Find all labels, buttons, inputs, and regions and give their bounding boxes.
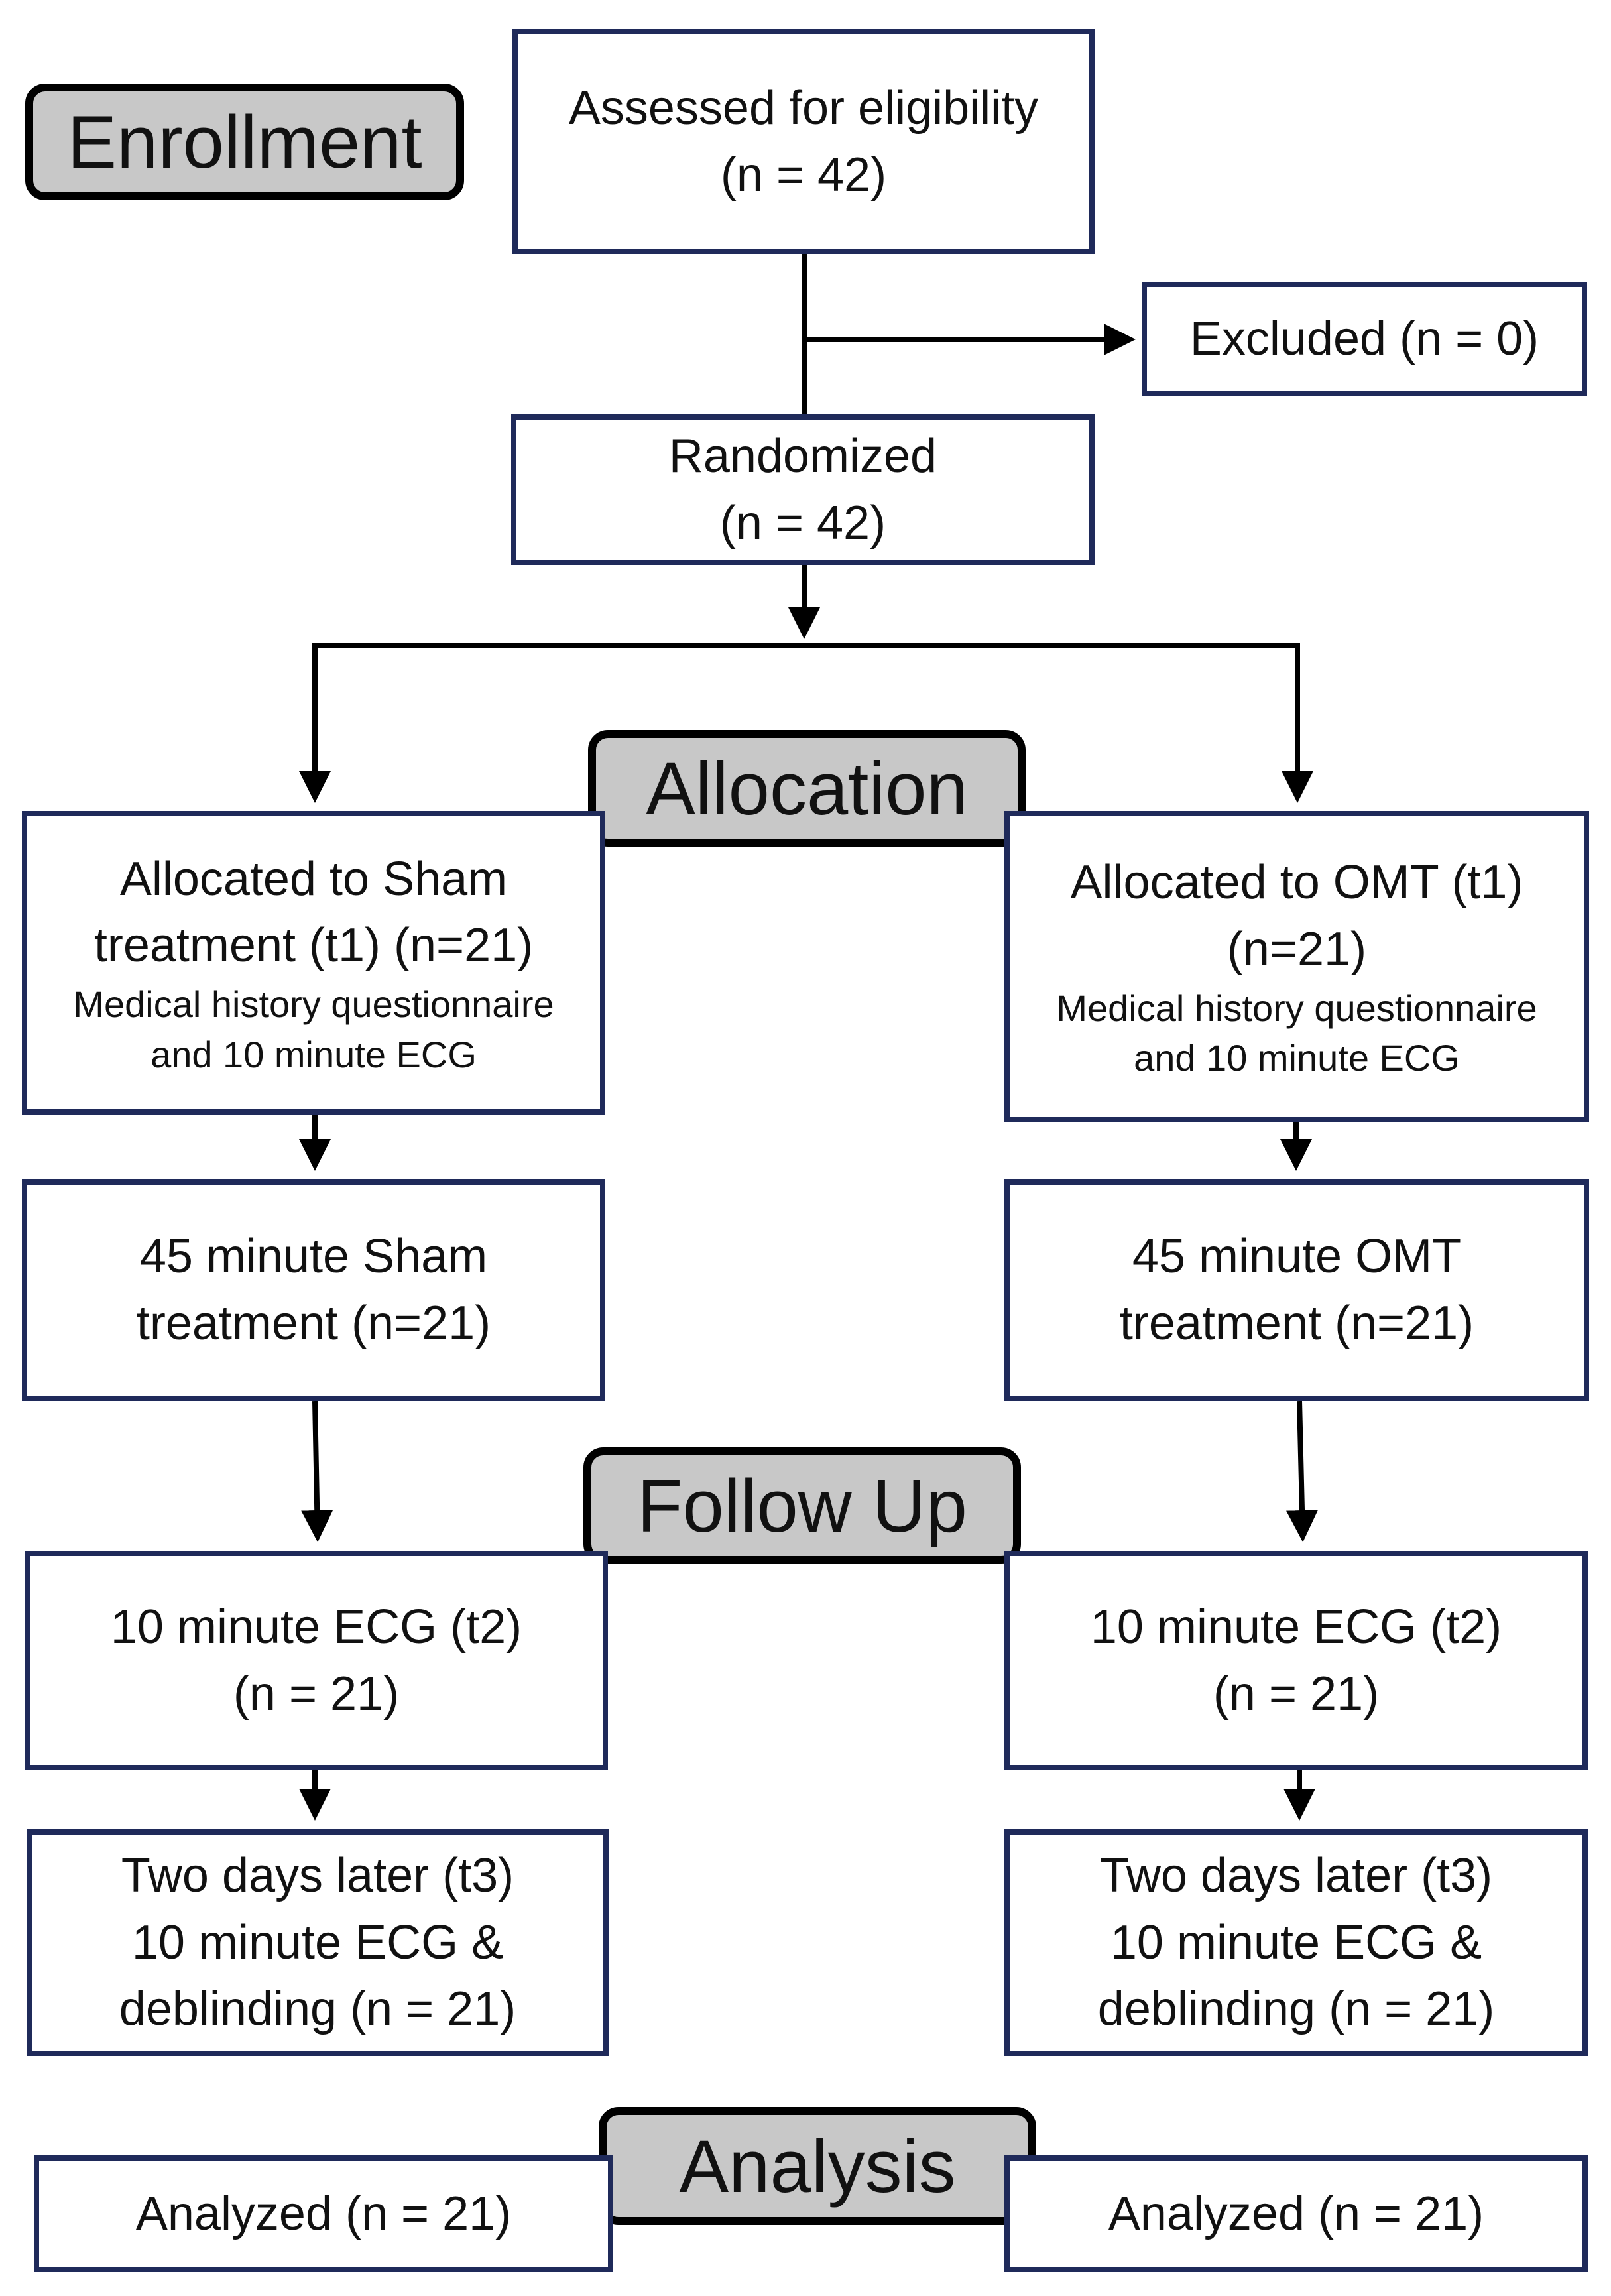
omt-later-line2: 10 minute ECG & [1110,1915,1482,1969]
box-assessed: Assessed for eligibility (n = 42) [512,29,1095,254]
omt-analyzed-line1: Analyzed (n = 21) [1108,2187,1484,2240]
omt-alloc-sub1: Medical history questionnaire [1056,987,1537,1029]
box-omt-analyzed: Analyzed (n = 21) [1004,2155,1588,2272]
arrow-sham-treat-ecg [301,1400,333,1542]
omt-later-line3: deblinding (n = 21) [1097,1982,1495,2036]
omt-alloc-line2: (n=21) [1226,922,1367,976]
phase-allocation-label: Allocation [646,747,968,830]
sham-later-line1: Two days later (t3) [121,1848,514,1902]
sham-analyzed-line1: Analyzed (n = 21) [135,2187,512,2240]
sham-ecg-line1: 10 minute ECG (t2) [110,1600,522,1654]
sham-ecg-line2: (n = 21) [233,1667,400,1721]
phase-enrollment-label: Enrollment [67,100,422,184]
excluded-line1: Excluded (n = 0) [1189,312,1539,366]
assessed-line2: (n = 42) [720,148,887,202]
sham-later-line3: deblinding (n = 21) [119,1982,516,2036]
randomized-line2: (n = 42) [719,496,886,550]
omt-treat-line2: treatment (n=21) [1119,1297,1474,1350]
sham-treat-line2: treatment (n=21) [136,1297,491,1350]
sham-alloc-line2: treatment (t1) (n=21) [93,919,534,973]
box-omt-ecg: 10 minute ECG (t2) (n = 21) [1004,1551,1588,1770]
omt-ecg-line1: 10 minute ECG (t2) [1090,1600,1502,1654]
box-omt-alloc: Allocated to OMT (t1) (n=21) Medical his… [1004,811,1589,1122]
box-sham-treat: 45 minute Sham treatment (n=21) [22,1179,605,1401]
arrow-omt-treat-ecg [1286,1400,1319,1542]
box-omt-treat: 45 minute OMT treatment (n=21) [1004,1179,1589,1401]
box-sham-ecg: 10 minute ECG (t2) (n = 21) [25,1551,608,1770]
phase-enrollment: Enrollment [25,84,464,200]
box-sham-analyzed: Analyzed (n = 21) [34,2155,613,2272]
box-excluded: Excluded (n = 0) [1142,282,1587,396]
assessed-line1: Assessed for eligibility [568,81,1039,135]
box-sham-alloc: Allocated to Sham treatment (t1) (n=21) … [22,811,605,1115]
box-omt-later: Two days later (t3) 10 minute ECG & debl… [1004,1829,1588,2056]
phase-allocation: Allocation [588,730,1026,847]
phase-follow-up: Follow Up [583,1447,1021,1564]
omt-ecg-line2: (n = 21) [1213,1667,1380,1721]
phase-analysis-label: Analysis [679,2124,956,2208]
omt-later-line1: Two days later (t3) [1099,1848,1493,1902]
sham-treat-line1: 45 minute Sham [139,1230,488,1284]
box-randomized: Randomized (n = 42) [511,414,1095,565]
phase-analysis: Analysis [599,2107,1036,2225]
omt-alloc-sub2: and 10 minute ECG [1134,1037,1460,1079]
phase-follow-up-label: Follow Up [637,1464,967,1547]
sham-alloc-sub2: and 10 minute ECG [150,1033,477,1075]
omt-alloc-line1: Allocated to OMT (t1) [1070,856,1523,910]
randomized-line1: Randomized [668,429,937,483]
sham-alloc-sub1: Medical history questionnaire [73,983,554,1026]
sham-alloc-line1: Allocated to Sham [119,852,508,906]
omt-treat-line1: 45 minute OMT [1132,1230,1462,1284]
sham-later-line2: 10 minute ECG & [131,1915,504,1969]
box-sham-later: Two days later (t3) 10 minute ECG & debl… [27,1829,609,2056]
